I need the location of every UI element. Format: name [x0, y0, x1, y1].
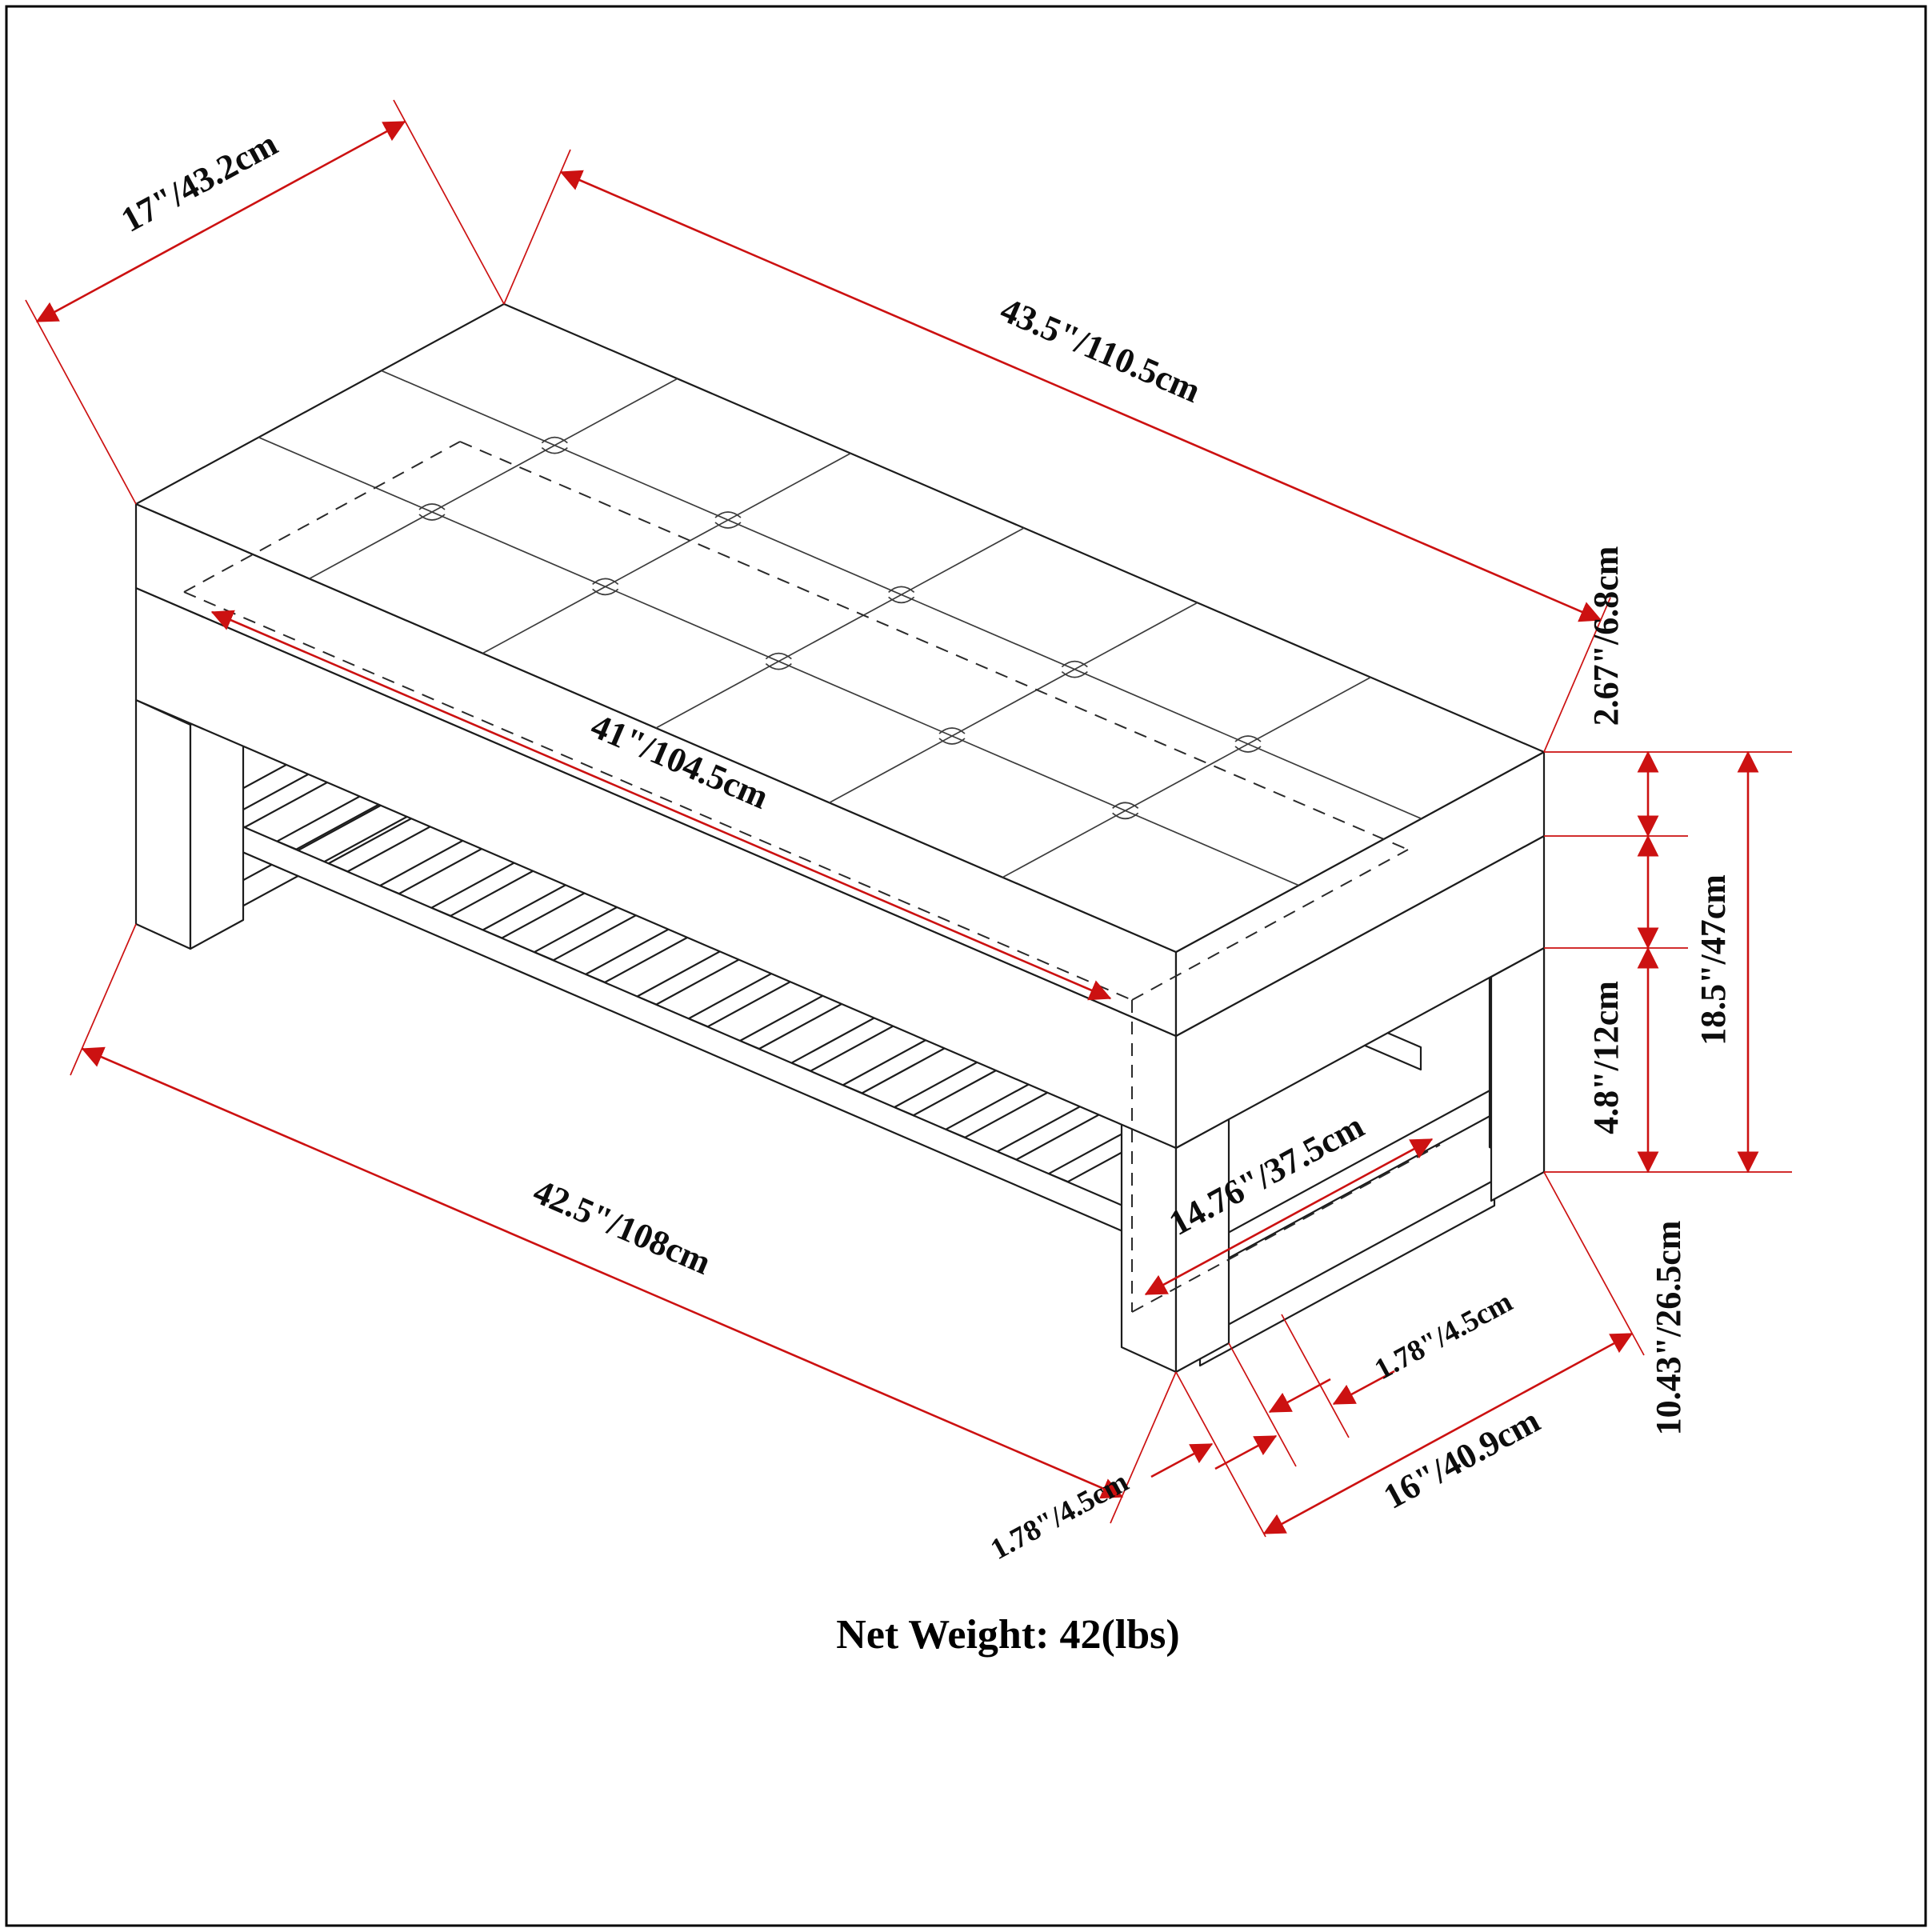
bench-drawing	[134, 302, 1546, 1374]
dim-label-leg-width-front: 1.78"/4.5cm	[986, 1466, 1134, 1566]
dim-label-top-depth: 17"/43.2cm	[114, 124, 283, 240]
net-weight-label: Net Weight: 42(lbs)	[836, 1612, 1179, 1658]
dim-label-overall-height: 18.5"/47cm	[1694, 874, 1733, 1046]
dim-label-base-length: 42.5"/108cm	[528, 1172, 717, 1282]
dim-label-top-length: 43.5"/110.5cm	[995, 290, 1206, 410]
back-right-leg	[1488, 922, 1546, 1202]
dimension-lines	[35, 120, 1759, 1535]
dim-label-cushion-thickness: 2.67"/6.8cm	[1586, 546, 1626, 726]
dim-label-shelf-clearance: 10.43"/26.5cm	[1649, 1221, 1688, 1436]
dim-label-frame-height: 4.8"/12cm	[1586, 981, 1626, 1134]
page-border	[5, 5, 1927, 1927]
front-right-leg	[1120, 1118, 1230, 1374]
dim-label-leg-width-side: 1.78"/4.5cm	[1370, 1286, 1518, 1386]
